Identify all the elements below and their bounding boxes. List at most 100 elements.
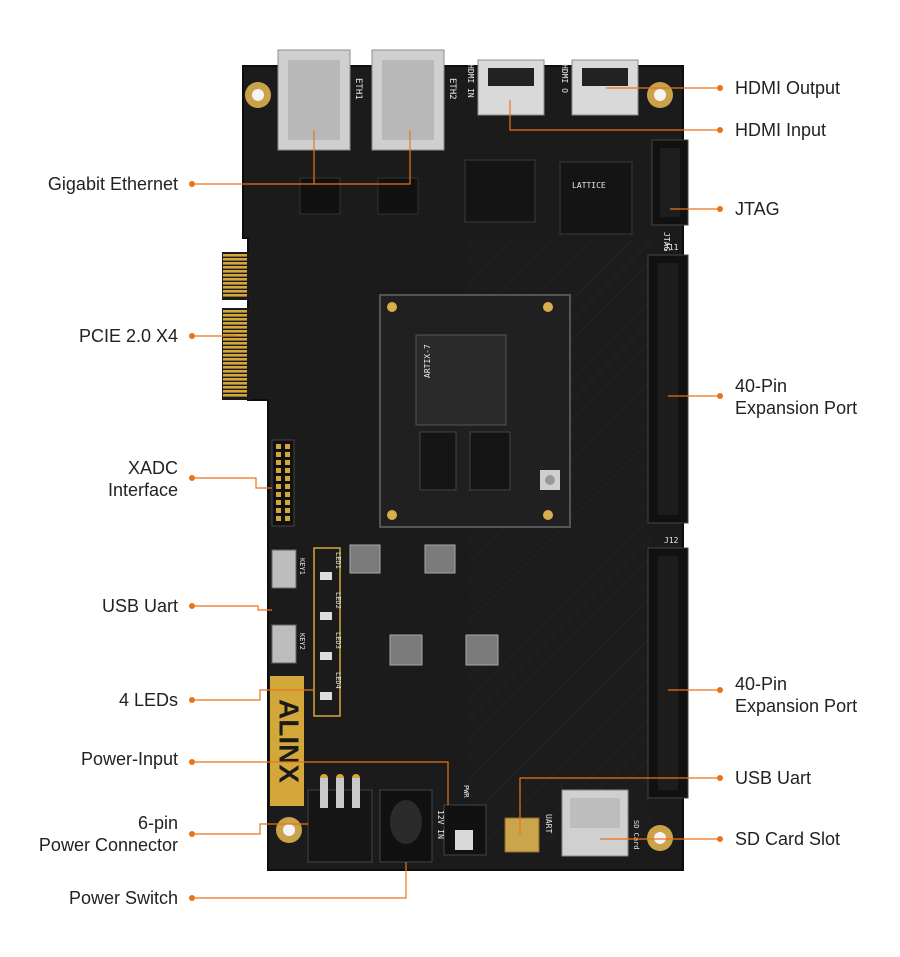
dot-sd-card <box>717 836 723 842</box>
pcie-finger <box>223 278 247 281</box>
callout-text: Power-Input <box>80 749 178 769</box>
callout-leds: 4 LEDs <box>119 689 178 711</box>
cpld-marking: LATTICE <box>572 181 606 190</box>
pcie-finger <box>223 322 247 325</box>
callout-sd-card-slot: SD Card Slot <box>735 828 840 850</box>
xadc-pin <box>276 492 281 497</box>
dot-expansion-1 <box>717 393 723 399</box>
pcie-finger <box>223 330 247 333</box>
pcie-edge-connector <box>222 252 250 400</box>
sd-card-slot-component: SD Card <box>561 789 640 857</box>
callout-usb-uart-left: USB Uart <box>102 595 178 617</box>
pcie-finger <box>223 262 247 265</box>
callout-text: 40-Pin <box>735 376 788 396</box>
xadc-pin <box>285 508 290 513</box>
callout-text: JTAG <box>735 199 780 219</box>
pcie-finger <box>223 286 247 289</box>
callout-text: Power Switch <box>68 888 178 908</box>
callout-gigabit-ethernet: Gigabit Ethernet <box>48 173 178 195</box>
power-inductors <box>349 544 499 666</box>
xadc-pin <box>276 508 281 513</box>
callout-power-connector: 6-pin Power Connector <box>39 812 178 856</box>
power-switch-jack <box>379 789 433 863</box>
dot-leds <box>189 697 195 703</box>
callout-text: Interface <box>107 480 178 500</box>
pcie-finger <box>223 290 247 293</box>
dot-hdmi-input <box>717 127 723 133</box>
xadc-pin <box>285 484 290 489</box>
callout-pcie: PCIE 2.0 X4 <box>79 325 178 347</box>
pcie-finger <box>223 350 247 353</box>
dot-hdmi-output <box>717 85 723 91</box>
jtag-header: JTAG <box>651 139 689 251</box>
pcie-finger <box>223 370 247 373</box>
dot-jtag <box>717 206 723 212</box>
dot-gigabit-ethernet <box>189 181 195 187</box>
fpga-marking: ARTIX-7 <box>423 344 432 378</box>
lattice-cpld: LATTICE <box>559 161 633 235</box>
led3-label: LED3 <box>334 632 342 649</box>
dot-usb-uart-right <box>717 775 723 781</box>
callout-hdmi-output: HDMI Output <box>735 77 840 99</box>
led-group: LED1 LED2 LED3 LED4 <box>313 547 342 717</box>
pcie-finger <box>223 318 247 321</box>
xadc-pin <box>276 444 281 449</box>
xadc-pin <box>285 500 290 505</box>
xadc-pin <box>285 452 290 457</box>
leader-usb-uart-right <box>519 777 720 835</box>
alinx-logo: ALINX <box>270 676 305 806</box>
led2-label: LED2 <box>334 592 342 609</box>
pcie-finger <box>223 314 247 317</box>
callout-text: HDMI Input <box>735 120 827 140</box>
key1-label: KEY1 <box>298 558 306 575</box>
xadc-pin <box>276 460 281 465</box>
pcie-finger <box>223 362 247 365</box>
dot-xadc <box>189 475 195 481</box>
callout-xadc: XADC Interface <box>108 457 178 501</box>
pcie-finger <box>223 270 247 273</box>
callout-text: PCIE 2.0 X4 <box>78 326 178 346</box>
xadc-pin <box>276 452 281 457</box>
alinx-logo-text: ALINX <box>274 699 305 783</box>
pcie-finger <box>223 254 247 257</box>
hdmi-in-label: HDMI IN <box>466 64 475 98</box>
ethernet-port-2: ETH2 <box>371 49 457 151</box>
pcie-finger <box>223 342 247 345</box>
pcie-finger <box>223 374 247 377</box>
key2-label: KEY2 <box>298 633 306 650</box>
callout-power-switch: Power Switch <box>69 887 178 909</box>
xadc-pin <box>285 516 290 521</box>
callout-text: 40-Pin <box>735 674 788 694</box>
hdmi-o-label: HDMI O <box>560 64 569 93</box>
dot-pcie <box>189 333 195 339</box>
pcie-finger <box>223 266 247 269</box>
sd-label: SD Card <box>632 820 640 850</box>
pcie-finger <box>223 378 247 381</box>
dot-power-connector <box>189 831 195 837</box>
eth1-label: ETH1 <box>353 78 363 100</box>
xadc-pin <box>276 468 281 473</box>
callout-expansion-port-1: 40-Pin Expansion Port <box>735 375 857 419</box>
pcie-finger <box>223 274 247 277</box>
xadc-pin <box>285 444 290 449</box>
pcie-finger <box>223 386 247 389</box>
leader-power-connector <box>192 823 308 835</box>
pcie-finger <box>223 310 247 313</box>
pcie-finger <box>223 390 247 393</box>
callout-text: USB Uart <box>735 768 812 788</box>
vin-label: 12V IN <box>436 810 445 839</box>
fpga-core-module: ARTIX-7 <box>379 294 571 528</box>
xadc-pin <box>285 468 290 473</box>
hdmi-chip <box>464 159 536 223</box>
pcie-finger <box>223 382 247 385</box>
pcie-finger <box>223 358 247 361</box>
leader-gigabit-ethernet-2 <box>314 130 411 185</box>
uart-label: UART <box>544 814 553 833</box>
six-pin-power-connector <box>307 774 373 863</box>
leader-power-switch <box>192 862 407 899</box>
leader-xadc <box>192 477 272 489</box>
usb-uart-port: UART <box>504 814 553 853</box>
callout-text: 6-pin <box>137 813 178 833</box>
pwr-label: PWR <box>462 785 470 798</box>
xadc-pin <box>276 500 281 505</box>
